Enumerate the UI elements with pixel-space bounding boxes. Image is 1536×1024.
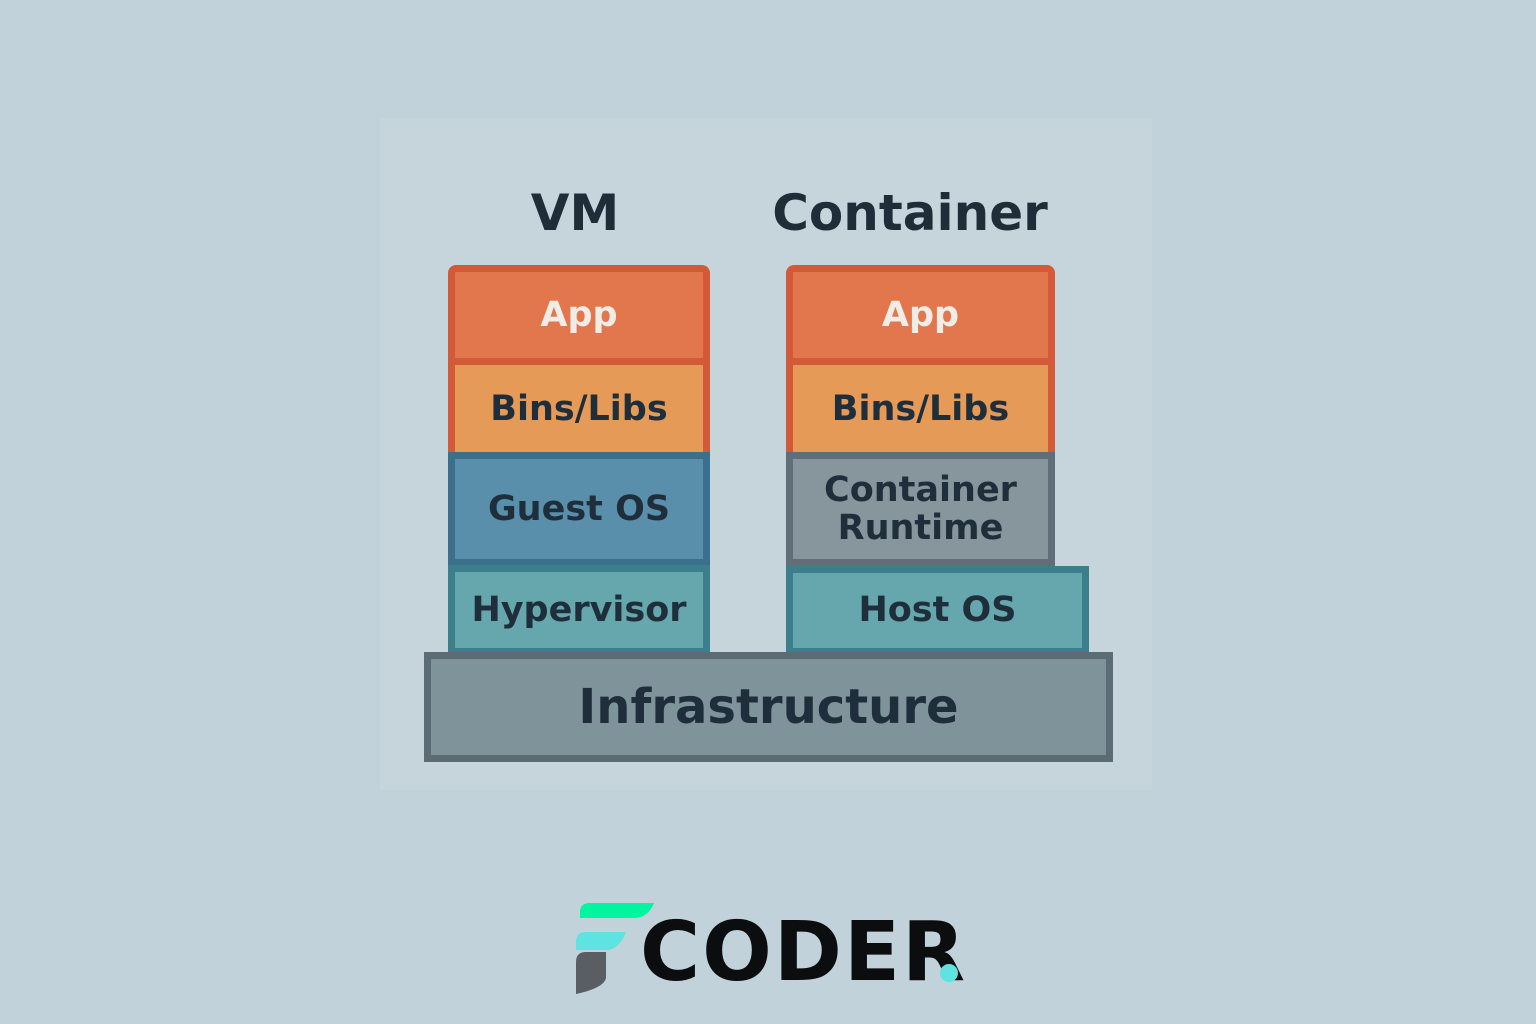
logo-text: CODER (640, 905, 968, 1000)
vm-guest-os-layer: Guest OS (448, 452, 710, 566)
host-os-layer: Host OS (786, 566, 1089, 655)
vm-title: VM (530, 184, 620, 242)
container-runtime-layer: Container Runtime (786, 452, 1055, 566)
container-title: Container (772, 184, 1048, 242)
vm-bins-libs-layer: Bins/Libs (448, 365, 710, 453)
infrastructure-layer: Infrastructure (424, 652, 1113, 762)
logo-dot (940, 964, 958, 982)
vm-app-layer: App (448, 265, 710, 365)
container-bins-libs-layer: Bins/Libs (786, 365, 1055, 453)
vm-hypervisor-layer: Hypervisor (448, 565, 710, 655)
coder-logo-icon (576, 903, 654, 994)
container-app-layer: App (786, 265, 1055, 365)
